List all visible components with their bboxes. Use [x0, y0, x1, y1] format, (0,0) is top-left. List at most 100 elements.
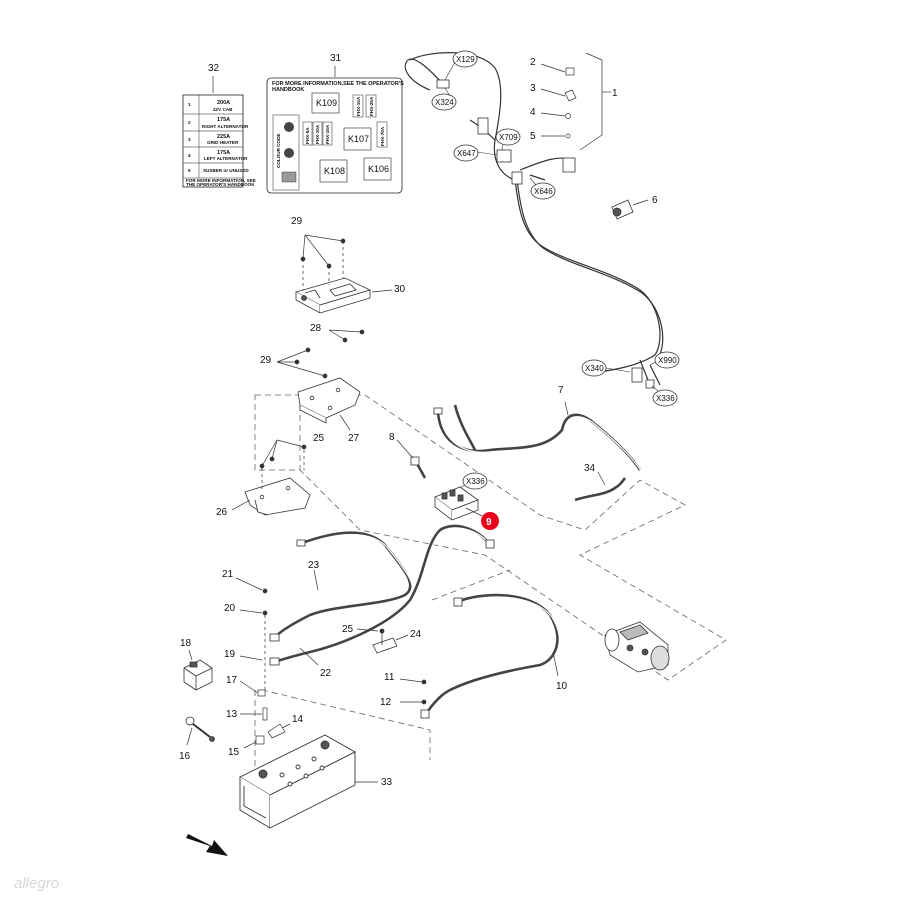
connector-x990: X990: [658, 356, 677, 365]
main-harness: [404, 52, 664, 386]
watermark: allegro: [14, 875, 59, 892]
callout-1-bracket: [579, 52, 611, 151]
callout-29-upper: 29: [291, 216, 303, 227]
connector-x340: X340: [585, 364, 604, 373]
fuse-fhx15a-2: FHX-15A: [325, 124, 330, 144]
part-27-bracket: [297, 377, 361, 424]
fuse-row-4-name: LEFT ALTERNATOR: [204, 156, 248, 161]
parts-11-12: [399, 678, 427, 705]
callout-19: 19: [224, 649, 236, 660]
callout-33: 33: [381, 777, 393, 788]
fuse-row-3-rating: 225A: [217, 134, 230, 140]
callout-2: 2: [530, 57, 536, 68]
hardware-column: [235, 577, 291, 749]
harness-connector-bodies: [436, 79, 655, 389]
callout-20: 20: [224, 603, 236, 614]
callout-9: 9: [486, 517, 492, 528]
callout-3: 3: [530, 83, 536, 94]
connector-x336-lower: X336: [466, 477, 485, 486]
part-18-relay: [183, 659, 213, 691]
cable-terminals: [269, 407, 495, 719]
callout-24: 24: [410, 629, 422, 640]
connector-bubbles: [431, 50, 680, 490]
callout-13: 13: [226, 709, 238, 720]
fuse-fhx5a: FHX-5A: [305, 127, 310, 144]
part-24-clamp: [372, 628, 398, 654]
part-33-battery: [239, 734, 356, 829]
assembly-outline: [254, 394, 727, 790]
callout-6: 6: [652, 195, 658, 206]
part-28-29-fasteners: [276, 329, 365, 379]
fuse-row-2-rating: 175A: [217, 117, 230, 123]
part-30-module: [294, 277, 372, 314]
connector-x709: X709: [499, 133, 518, 142]
orientation-arrow-icon: [186, 834, 228, 856]
fuse-row-5-num: 5: [188, 168, 191, 173]
part-29-fasteners-upper: [300, 234, 346, 290]
callout-27: 27: [348, 433, 360, 444]
fuse-row-3-num: 3: [188, 137, 191, 142]
callout-21: 21: [222, 569, 234, 580]
callout-32: 32: [208, 63, 220, 74]
callout-18: 18: [180, 638, 192, 649]
relay-card-header-2: HANDBOOK: [272, 87, 304, 93]
relay-label-card: FOR MORE INFORMATION,SEE THE OPERATOR'S …: [266, 77, 404, 194]
callout-1: 1: [612, 88, 618, 99]
callout-7: 7: [558, 385, 564, 396]
part-26-bracket: [244, 477, 311, 516]
fuse-row-2-num: 2: [188, 120, 191, 125]
colour-code-label: COLOUR CODE: [276, 134, 281, 168]
callout-14: 14: [292, 714, 304, 725]
part-16-terminal: [185, 716, 215, 742]
callout-30: 30: [394, 284, 406, 295]
callout-31: 31: [330, 53, 342, 64]
part-6-sensor: [611, 199, 649, 220]
fuse-card-footer-2: THE OPERATOR'S HANDBOOK: [186, 182, 255, 187]
relay-k106: K106: [368, 164, 389, 174]
callout-8: 8: [389, 432, 395, 443]
callout-25-lower: 25: [342, 624, 354, 635]
fuse-row-3-name: GRID HEATER: [207, 140, 239, 145]
fuse-row-4-rating: 175A: [217, 150, 230, 156]
connector-x647: X647: [457, 149, 476, 158]
relay-k107: K107: [348, 134, 369, 144]
fuse-row-5-name: SUSBER or UNUSED: [203, 168, 249, 173]
callout-26: 26: [216, 507, 228, 518]
starter-motor: [604, 621, 670, 673]
relay-card-header-1: FOR MORE INFORMATION,SEE THE OPERATOR'S: [272, 81, 404, 87]
callout-17: 17: [226, 675, 238, 686]
fuse-card-footer-1: FOR MORE INFORMATION, SEE: [186, 178, 256, 183]
small-parts-2-5: [540, 63, 577, 139]
battery-cables: [274, 404, 643, 718]
callout-9-marker: [481, 512, 499, 530]
callout-15: 15: [228, 747, 240, 758]
callout-5: 5: [530, 131, 536, 142]
callout-23: 23: [308, 560, 320, 571]
relay-k108: K108: [324, 166, 345, 176]
callout-12: 12: [380, 697, 392, 708]
callout-11: 11: [384, 672, 395, 683]
fuse-label-card: 1 200A 42V CAB 2 175A RIGHT ALTERNATOR 3…: [182, 94, 256, 188]
connector-x336-upper: X336: [656, 394, 675, 403]
part-9-fuse-block: [434, 486, 479, 521]
fuse-fhx15a: FHX-15A: [356, 96, 361, 116]
fuse-row-1-rating: 200A: [217, 100, 230, 106]
callout-22: 22: [320, 668, 332, 679]
relay-k109: K109: [316, 98, 337, 108]
callout-34: 34: [584, 463, 596, 474]
callout-10: 10: [556, 681, 568, 692]
connector-leaders: [444, 61, 659, 491]
callout-16: 16: [179, 751, 191, 762]
fuse-row-1-name: 42V CAB: [213, 107, 233, 112]
connector-x129: X129: [456, 55, 475, 64]
connector-x324: X324: [435, 98, 454, 107]
connector-x646: X646: [534, 187, 553, 196]
callout-4: 4: [530, 107, 536, 118]
fuse-fhx70a: FHX-70A: [380, 126, 385, 146]
fuse-row-2-name: RIGHT ALTERNATOR: [202, 124, 249, 129]
fuse-fhs25a: FHS-25A: [369, 96, 374, 116]
callout-29-lower: 29: [260, 355, 272, 366]
callout-28: 28: [310, 323, 322, 334]
callout-25-upper: 25: [313, 433, 325, 444]
